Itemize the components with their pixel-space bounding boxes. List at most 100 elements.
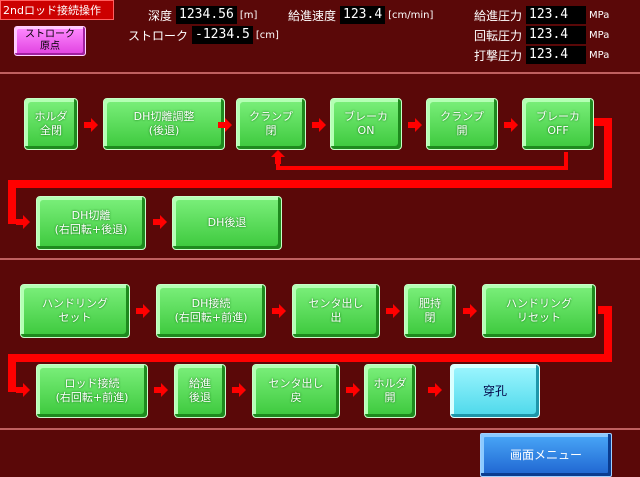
depth-value: 1234.56 [176, 6, 237, 24]
feed-speed-label: 給進速度 [288, 8, 337, 23]
step-breaker-on[interactable]: ブレーカ ON [330, 98, 402, 150]
step-handling-set[interactable]: ハンドリング セット [20, 284, 130, 338]
step-holder-full-close[interactable]: ホルダ 全閉 [24, 98, 78, 150]
arrow-right-icon [408, 118, 422, 132]
step-label: ロッド接続 [64, 377, 120, 390]
step-sublabel: 開 [384, 391, 396, 404]
step-sublabel: 閉 [265, 124, 277, 137]
arrow-right-icon [272, 304, 286, 318]
impact-pressure-value: 123.4 [526, 46, 586, 64]
step-label: 穿孔 [482, 384, 507, 398]
flow-line-down-2 [604, 306, 612, 362]
step-sublabel: 出 [330, 311, 342, 324]
feed-pressure-readout: 給進圧力 123.4 MPa [470, 6, 609, 24]
step-label: ホルダ [34, 110, 68, 123]
arrow-right-icon [504, 118, 518, 132]
return-line [276, 166, 568, 170]
flow-line-stub-1 [592, 118, 606, 126]
rotation-pressure-label: 回転圧力 [473, 28, 522, 43]
return-line-right [564, 152, 568, 170]
feed-pressure-label: 給進圧力 [473, 8, 522, 23]
step-label: DH接続 [191, 297, 231, 310]
section-divider [0, 258, 640, 260]
feed-speed-unit: [cm/min] [388, 9, 434, 21]
step-label: センタ出し [268, 377, 324, 390]
step-center-out[interactable]: センタ出し 出 [292, 284, 380, 338]
stroke-origin-label-1: ストローク [25, 29, 75, 40]
flow-line-down-1 [604, 118, 612, 184]
step-sublabel: リセット [517, 311, 561, 324]
arrow-right-icon [153, 215, 167, 229]
step-holder-open[interactable]: ホルダ 開 [364, 364, 416, 418]
stroke-origin-label-2: 原点 [40, 41, 60, 52]
step-label: ブレーカ [536, 110, 580, 123]
arrow-right-icon [84, 118, 98, 132]
step-grip-close[interactable]: 肥持 閉 [404, 284, 456, 338]
step-sublabel: (右回転+前進) [174, 311, 248, 324]
step-clamp-close[interactable]: クランプ 閉 [236, 98, 306, 150]
screen-title: 2ndロッド接続操作 [0, 0, 114, 20]
impact-pressure-readout: 打撃圧力 123.4 MPa [470, 46, 609, 64]
arrow-right-icon [463, 304, 477, 318]
step-clamp-open[interactable]: クランプ 開 [426, 98, 498, 150]
step-label: ホルダ [373, 377, 407, 390]
step-label: センタ出し [308, 297, 364, 310]
step-label: ブレーカ [344, 110, 388, 123]
arrow-right-icon [232, 383, 246, 397]
flow-line-left-1 [8, 180, 16, 224]
screen-menu-button[interactable]: 画面メニュー [480, 433, 612, 477]
stroke-origin-button[interactable]: ストローク 原点 [14, 26, 86, 56]
depth-unit: [m] [239, 9, 258, 21]
step-handling-reset[interactable]: ハンドリング リセット [482, 284, 596, 338]
step-breaker-off[interactable]: ブレーカ OFF [522, 98, 594, 150]
step-dh-retreat[interactable]: DH後退 [172, 196, 282, 250]
arrow-right-icon [312, 118, 326, 132]
step-center-return[interactable]: センタ出し 戻 [252, 364, 340, 418]
arrow-right-icon [386, 304, 400, 318]
step-dh-separate-adjust[interactable]: DH切離調整 (後退) [103, 98, 225, 150]
step-sublabel: 開 [456, 124, 468, 137]
step-sublabel: 後退 [189, 391, 211, 404]
step-label: ハンドリング [506, 297, 572, 310]
step-label: 肥持 [419, 297, 441, 310]
step-feed-retreat[interactable]: 給進 後退 [174, 364, 226, 418]
step-sublabel: OFF [547, 124, 569, 137]
step-sublabel: セット [58, 311, 92, 324]
rotation-pressure-value: 123.4 [526, 26, 586, 44]
step-sublabel: (右回転+前進) [55, 391, 129, 404]
step-label: DH後退 [207, 216, 247, 229]
stroke-value: -1234.5 [192, 26, 253, 44]
step-label: 給進 [189, 377, 211, 390]
step-label: クランプ [249, 110, 293, 123]
stroke-readout: ストローク -1234.5 [cm] [128, 26, 279, 44]
step-sublabel: ON [357, 124, 375, 137]
impact-pressure-unit: MPa [589, 49, 610, 61]
step-label: DH切離 [71, 209, 111, 222]
depth-label: 深度 [148, 8, 173, 23]
depth-readout: 深度 1234.56 [m] [148, 6, 257, 24]
step-label: ハンドリング [42, 297, 108, 310]
flow-arrow-icon [16, 383, 30, 397]
arrow-right-icon [136, 304, 150, 318]
step-sublabel: (後退) [148, 124, 180, 137]
feed-speed-readout: 給進速度 123.4 [cm/min] [288, 6, 433, 24]
step-sublabel: 戻 [290, 391, 302, 404]
arrow-right-icon [428, 383, 442, 397]
flow-line-across-1 [8, 180, 612, 188]
step-rod-connect[interactable]: ロッド接続 (右回転+前進) [36, 364, 148, 418]
rotation-pressure-readout: 回転圧力 123.4 MPa [470, 26, 609, 44]
arrow-right-icon [154, 383, 168, 397]
flow-arrow-icon [16, 215, 30, 229]
step-drilling[interactable]: 穿孔 [450, 364, 540, 418]
header-divider [0, 72, 640, 74]
step-sublabel: (右回転+後退) [54, 223, 128, 236]
step-dh-separate[interactable]: DH切離 (右回転+後退) [36, 196, 146, 250]
step-label: クランプ [440, 110, 484, 123]
flow-line-left-2 [8, 354, 16, 392]
step-label: DH切離調整 [133, 110, 195, 123]
arrow-right-icon [346, 383, 360, 397]
step-dh-connect[interactable]: DH接続 (右回転+前進) [156, 284, 266, 338]
stroke-label: ストローク [128, 28, 189, 43]
footer-divider [0, 428, 640, 430]
stroke-unit: [cm] [255, 29, 279, 41]
